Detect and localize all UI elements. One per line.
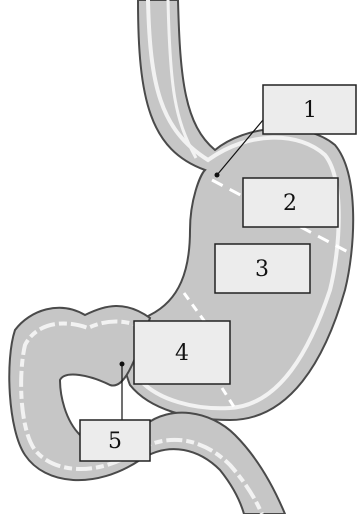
label-box-4: 4 — [134, 321, 230, 384]
label-text-1: 1 — [303, 98, 317, 123]
leader-dot-5 — [120, 362, 125, 367]
label-text-4: 4 — [175, 341, 189, 366]
label-text-5: 5 — [108, 429, 122, 454]
label-box-1: 1 — [263, 85, 356, 134]
label-box-3: 3 — [215, 244, 310, 293]
label-text-3: 3 — [255, 257, 269, 282]
label-box-5: 5 — [80, 420, 150, 461]
label-text-2: 2 — [283, 191, 297, 216]
label-box-2: 2 — [243, 178, 338, 227]
leader-dot-1 — [215, 173, 220, 178]
